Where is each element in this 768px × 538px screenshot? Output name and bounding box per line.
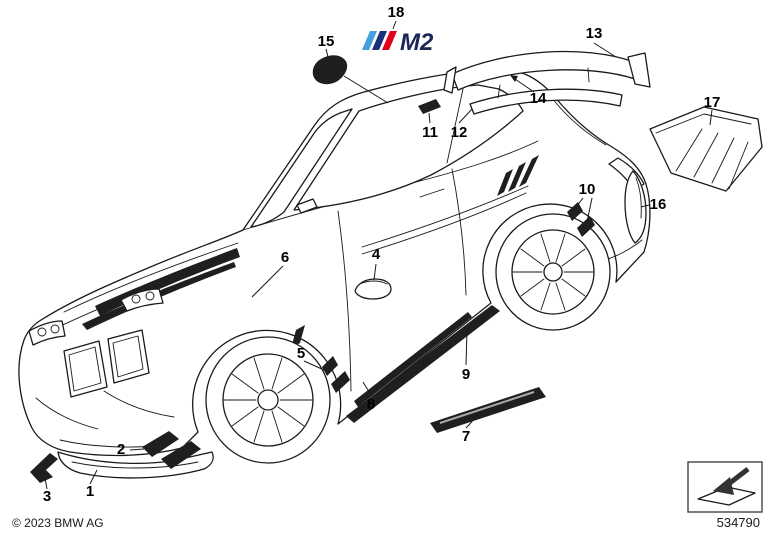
kidney-grilles [63, 329, 150, 398]
thumbnail-arrowhead-icon [713, 477, 734, 495]
callout-7[interactable]: 7 [462, 428, 470, 445]
callout-18[interactable]: 18 [388, 4, 405, 21]
part-rocker-strip[interactable] [354, 312, 472, 407]
m-logo-stripe-lightblue-icon [362, 31, 377, 50]
car-illustration [18, 68, 651, 464]
rear-wheel [495, 213, 611, 331]
callout-3[interactable]: 3 [43, 488, 51, 505]
info-thumbnail[interactable] [687, 461, 763, 513]
callout-10[interactable]: 10 [579, 181, 596, 198]
part-front-arch-flicks[interactable] [322, 356, 350, 393]
front-wheel [205, 336, 331, 464]
callout-1[interactable]: 1 [86, 483, 94, 500]
callout-4[interactable]: 4 [372, 246, 381, 263]
door-mirror [296, 198, 318, 214]
callout-13[interactable]: 13 [586, 25, 603, 42]
part-rear-arch-flicks[interactable] [567, 202, 595, 237]
callout-8[interactable]: 8 [367, 396, 375, 413]
m-logo-stripe-red-icon [382, 31, 397, 50]
leader-arrowhead [510, 75, 518, 82]
callout-5[interactable]: 5 [297, 345, 305, 362]
callout-12[interactable]: 12 [451, 124, 468, 141]
m-logo-stripe-darkblue-icon [372, 31, 387, 50]
part-rear-diffuser[interactable] [649, 106, 763, 192]
car-body-outline [18, 68, 651, 457]
copyright-text: © 2023 BMW AG [12, 516, 104, 530]
part-roof-cap[interactable] [312, 55, 348, 85]
part-door-sill-strip[interactable] [430, 387, 546, 433]
hood-stripes-decal [82, 248, 240, 330]
callout-6[interactable]: 6 [281, 249, 289, 266]
m2-logo-text: M2 [400, 29, 434, 56]
part-wing-bracket[interactable] [418, 99, 441, 114]
part-side-skirt-blade[interactable] [346, 305, 500, 423]
part-rear-bumper-fin[interactable] [624, 170, 647, 244]
part-front-winglets[interactable] [142, 431, 201, 469]
callouts: 1 2 3 4 5 6 7 8 9 10 11 12 13 14 15 16 1… [43, 4, 721, 505]
callout-17[interactable]: 17 [704, 94, 721, 111]
callout-14[interactable]: 14 [530, 90, 547, 107]
part-mirror-cap[interactable] [354, 278, 392, 300]
part-spoiler-lip[interactable] [469, 88, 623, 115]
callout-11[interactable]: 11 [422, 124, 438, 141]
part-rear-wing[interactable] [443, 50, 651, 99]
diagram-number: 534790 [717, 515, 760, 530]
headlights [28, 288, 164, 346]
window-divider [446, 88, 464, 164]
callout-16[interactable]: 16 [650, 196, 667, 213]
leader-lines [44, 20, 713, 490]
part-m2-emblem[interactable]: M2 [362, 29, 434, 56]
part-mounting-tool[interactable] [30, 453, 58, 483]
windshield [250, 108, 353, 228]
callout-2[interactable]: 2 [117, 441, 125, 458]
callout-15[interactable]: 15 [318, 33, 335, 50]
callout-9[interactable]: 9 [462, 366, 470, 383]
